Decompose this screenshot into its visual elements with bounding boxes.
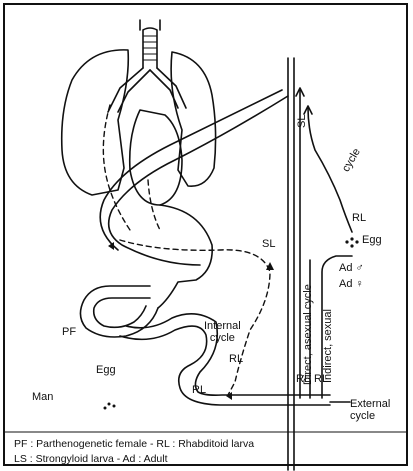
right-lung	[171, 52, 215, 186]
sl-mid-label: SL	[262, 238, 275, 250]
man-label: Man	[32, 391, 53, 403]
egg-dot	[108, 403, 111, 406]
indirect-sexual-label: Indirect, sexual	[322, 309, 334, 383]
internal-cycle-path	[120, 240, 270, 395]
egg-left-label: Egg	[96, 364, 116, 376]
external-cycle-label: External cycle	[350, 398, 390, 422]
egg-right-label: Egg	[362, 234, 382, 246]
trachea-rings	[143, 36, 157, 60]
intestine-outer	[80, 286, 158, 337]
egg-dot	[113, 405, 116, 408]
rl-lower-mid-label: RL	[229, 353, 243, 365]
pf-label: PF	[62, 326, 76, 338]
internal-cycle-label: Internal cycle	[204, 320, 241, 344]
egg-dot	[350, 244, 353, 247]
egg-dot	[345, 240, 348, 243]
rl-right-label: RL	[352, 212, 366, 224]
lung-dashed-path	[103, 105, 130, 230]
trachea	[140, 20, 160, 68]
right-bronchus	[150, 68, 186, 108]
rl-left-bottom-label: RL	[192, 384, 206, 396]
ad-male-label: Ad ♂	[339, 262, 364, 274]
egg-dot	[104, 407, 107, 410]
legend-line-1: PF : Parthenogenetic female - RL : Rhabd…	[14, 438, 254, 450]
intestine-inner	[94, 298, 150, 327]
ad-female-label: Ad ♀	[339, 278, 364, 290]
legend-line-2: LS : Strongyloid larva - Ad : Adult	[14, 453, 168, 465]
stomach	[158, 205, 212, 308]
left-lung	[62, 50, 129, 195]
egg-dot	[350, 237, 353, 240]
egg-dot	[355, 240, 358, 243]
sl-vertical-label: SL	[296, 115, 308, 128]
heart	[130, 110, 182, 205]
left-bronchus	[108, 68, 150, 112]
direct-asexual-cycle-label: Direct, asexual cycle	[302, 284, 314, 385]
